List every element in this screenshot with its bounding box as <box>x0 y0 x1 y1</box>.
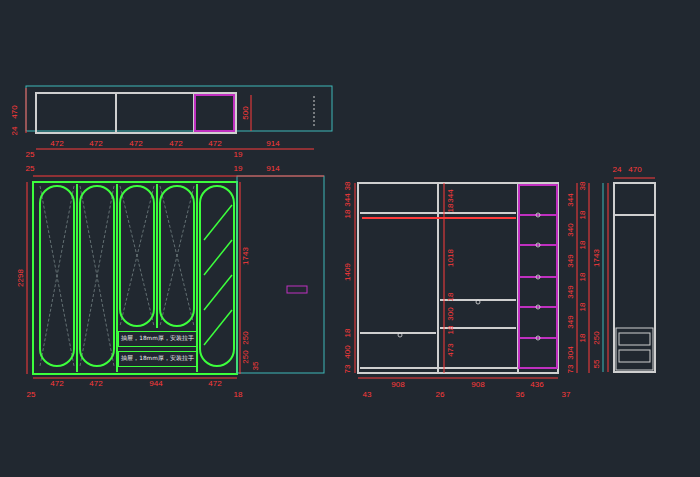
dimension-text: 43 <box>363 391 372 399</box>
dimension-text: 1018 <box>447 249 455 267</box>
dimension-text: 18 <box>579 303 587 312</box>
dimension-text: 472 <box>169 140 182 148</box>
dimension-text: 25 <box>26 165 35 173</box>
dimension-text: 472 <box>208 140 221 148</box>
dimension-text: 472 <box>89 380 102 388</box>
dimension-text: 2298 <box>17 269 25 287</box>
dimension-text: 18 <box>344 329 352 338</box>
dimension-text: 19 <box>234 165 243 173</box>
dimension-text: 300 <box>447 307 455 320</box>
dimension-text: 473 <box>447 343 455 356</box>
dimension-text: 18 <box>579 241 587 250</box>
dimension-text: 344 <box>447 189 455 202</box>
dimension-text: 35 <box>252 362 260 371</box>
dimension-text: 250 <box>242 331 250 344</box>
dimension-text: 349 <box>567 254 575 267</box>
dimension-text: 55 <box>593 360 601 369</box>
dimension-text: 436 <box>530 381 543 389</box>
dimension-text: 470 <box>11 105 19 118</box>
dimension-text: 18 <box>447 204 455 213</box>
dimension-text: 73 <box>344 365 352 374</box>
dimension-text: 26 <box>436 391 445 399</box>
dimension-text: 24 <box>11 127 19 136</box>
dimension-text: 1743 <box>593 249 601 267</box>
dimension-text: 349 <box>567 315 575 328</box>
dimension-text: 19 <box>234 151 243 159</box>
dimension-text: 1409 <box>344 263 352 281</box>
dimension-text: 908 <box>391 381 404 389</box>
dimension-text: 500 <box>242 106 250 119</box>
drawer-note: 抽屉，18mm厚，安装拉手 <box>121 336 193 342</box>
dimension-text: 472 <box>50 380 63 388</box>
dimension-text: 472 <box>50 140 63 148</box>
dimension-text: 914 <box>266 165 279 173</box>
dimension-text: 36 <box>516 391 525 399</box>
dimension-text: 472 <box>89 140 102 148</box>
dimension-text: 470 <box>628 166 641 174</box>
dimension-text: 472 <box>208 380 221 388</box>
dimension-text: 18 <box>344 210 352 219</box>
dimension-text: 25 <box>27 391 36 399</box>
dimension-text: 24 <box>613 166 622 174</box>
dimension-text: 37 <box>562 391 571 399</box>
drawer-front: 抽屉，18mm厚，安装拉手 <box>118 351 197 367</box>
dimension-text: 908 <box>471 381 484 389</box>
dimension-text: 914 <box>266 140 279 148</box>
dimension-text: 340 <box>567 223 575 236</box>
dimension-text: 18 <box>579 334 587 343</box>
dimension-text: 18 <box>447 293 455 302</box>
dimension-text: 250 <box>593 331 601 344</box>
dimension-text: 944 <box>149 380 162 388</box>
dimension-text: 25 <box>26 151 35 159</box>
dimension-text: 18 <box>579 273 587 282</box>
dimension-text: 18 <box>447 326 455 335</box>
dimension-text: 18 <box>234 391 243 399</box>
dimension-text: 304 <box>567 346 575 359</box>
dimension-text: 472 <box>129 140 142 148</box>
drawer-note: 抽屉，18mm厚，安装拉手 <box>121 356 193 362</box>
dimension-text: 38 <box>344 182 352 191</box>
dimension-text: 250 <box>242 350 250 363</box>
dimension-text: 400 <box>344 345 352 358</box>
dimension-text: 349 <box>567 285 575 298</box>
dimension-text: 73 <box>567 365 575 374</box>
dimension-text: 38 <box>579 182 587 191</box>
dimension-text: 18 <box>579 211 587 220</box>
dimension-text: 344 <box>567 193 575 206</box>
dimension-text: 1743 <box>242 247 250 265</box>
drawer-front: 抽屉，18mm厚，安装拉手 <box>118 331 197 347</box>
dimension-text: 344 <box>344 193 352 206</box>
